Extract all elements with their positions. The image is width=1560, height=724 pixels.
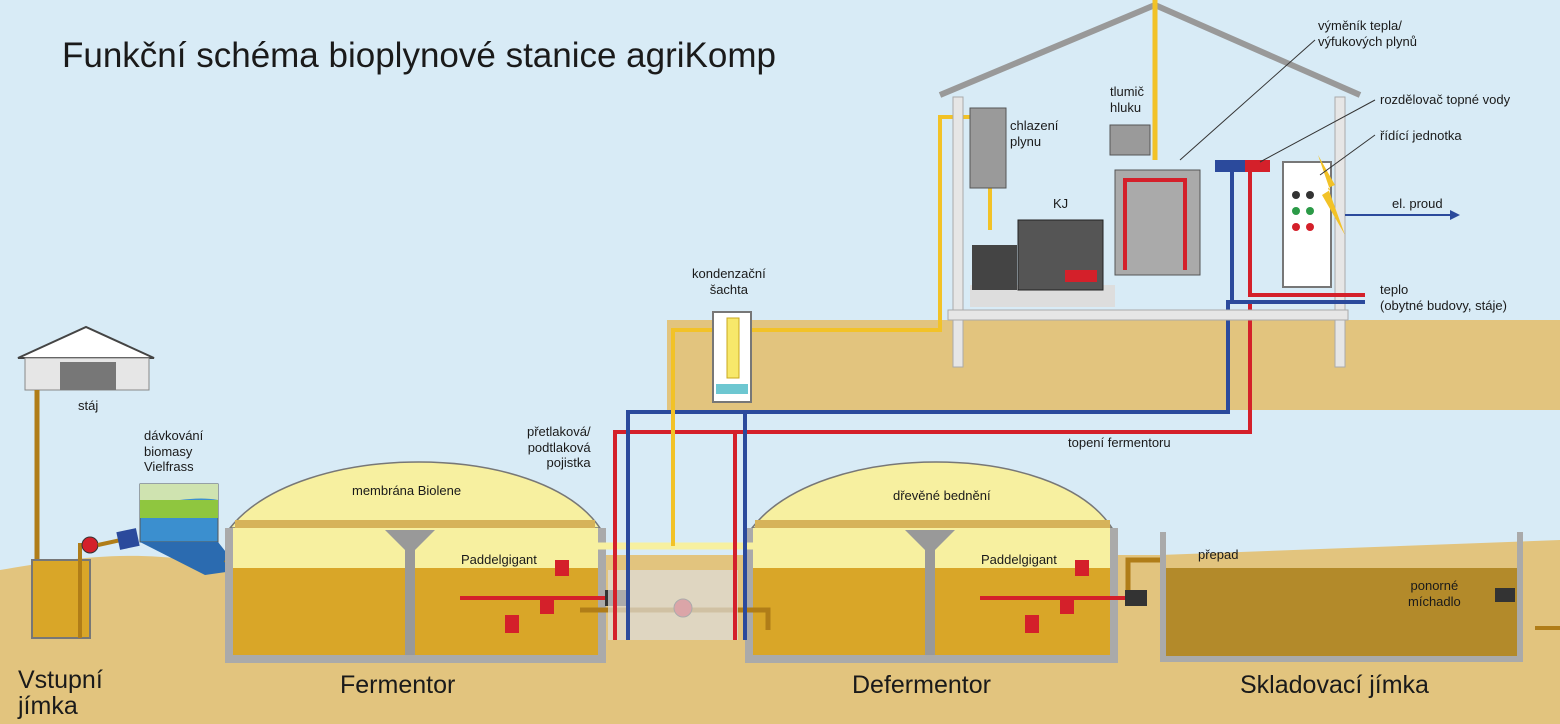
label-vymenik: výměník tepla/ výfukových plynů — [1318, 18, 1417, 49]
engine-house — [938, 0, 1365, 368]
heating-pipes — [613, 300, 1252, 640]
section-fermentor: Fermentor — [340, 671, 456, 699]
section-defermentor: Defermentor — [852, 671, 991, 699]
page-title: Funkční schéma bioplynové stanice agriKo… — [62, 36, 776, 75]
biomass-feeder — [139, 483, 247, 575]
label-teplo: teplo (obytné budovy, stáje) — [1380, 282, 1507, 313]
condensation-shaft — [712, 311, 752, 403]
label-el-proud: el. proud — [1392, 196, 1443, 211]
label-prepad: přepad — [1198, 547, 1239, 562]
label-topeni: topení fermentoru — [1068, 435, 1171, 450]
label-kondenzacni: kondenzační šachta — [692, 266, 766, 297]
label-kj: KJ — [1053, 196, 1069, 211]
defermentor-tank — [745, 461, 1118, 663]
label-staj: stáj — [78, 398, 99, 413]
label-rozdelovac: rozdělovač topné vody — [1380, 92, 1511, 107]
leader-lines — [1179, 39, 1376, 176]
label-davkovani: dávkování biomasy Vielfrass — [144, 428, 204, 475]
label-ridici: řídící jednotka — [1380, 128, 1462, 143]
label-chlazeni: chlazení plynu — [1010, 118, 1059, 149]
storage-pit — [1125, 532, 1560, 662]
label-membrana: membrána Biolene — [352, 483, 462, 498]
section-skladovaci-jimka: Skladovací jímka — [1240, 671, 1429, 699]
section-vstupni-jimka: Vstupní jímka — [18, 666, 103, 721]
label-paddel-1: Paddelgigant — [461, 552, 537, 567]
engine-room-ground — [667, 320, 1560, 410]
label-paddel-2: Paddelgigant — [981, 552, 1057, 567]
inlet-pit — [31, 528, 140, 639]
fermentor-tank — [225, 461, 606, 663]
paddle-mixer-2 — [980, 560, 1147, 633]
control-unit — [1282, 155, 1460, 288]
label-ponorne: ponorné míchadlo — [1408, 578, 1461, 609]
label-pretlakova: přetlaková/ podtlaková pojistka — [527, 424, 591, 471]
label-bedneni: dřevěné bednění — [893, 488, 991, 503]
stable — [17, 325, 155, 565]
label-tlumic: tlumič hluku — [1110, 84, 1144, 115]
